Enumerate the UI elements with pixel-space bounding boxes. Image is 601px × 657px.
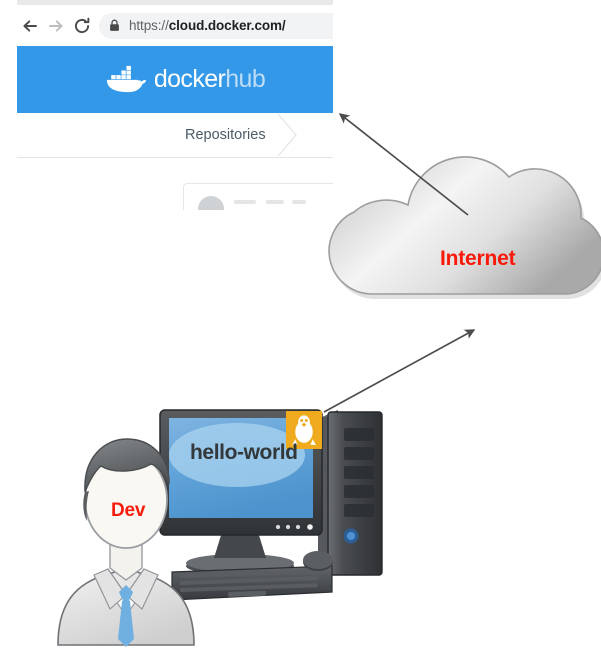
forward-button[interactable] bbox=[43, 13, 69, 39]
address-bar[interactable]: https://cloud.docker.com/ bbox=[99, 12, 333, 39]
cloud-shape bbox=[328, 156, 601, 295]
reload-icon bbox=[72, 16, 92, 36]
repository-list-item[interactable] bbox=[183, 183, 333, 210]
arrow-left-icon bbox=[20, 16, 40, 36]
breadcrumb-bar: Repositories bbox=[17, 113, 333, 157]
dockerhub-wordmark: dockerhub bbox=[153, 65, 266, 93]
arrow-cloud-to-browser bbox=[338, 113, 469, 216]
arrow-workstation-to-cloud bbox=[323, 329, 476, 413]
mouse-icon bbox=[303, 551, 333, 571]
dockerhub-logo[interactable]: dockerhub bbox=[105, 62, 266, 98]
person-tie-knot bbox=[119, 585, 133, 602]
repo-placeholder-line bbox=[292, 200, 306, 204]
internet-cloud bbox=[328, 156, 601, 299]
url-path: / bbox=[281, 18, 286, 33]
reload-button[interactable] bbox=[69, 13, 95, 39]
linux-tux-icon bbox=[286, 411, 322, 449]
developer-person-icon bbox=[57, 438, 195, 647]
breadcrumb-label: Repositories bbox=[185, 127, 266, 143]
address-bar-url: https://cloud.docker.com/ bbox=[129, 18, 286, 33]
url-scheme: https:// bbox=[129, 18, 169, 33]
keyboard-icon bbox=[171, 565, 333, 601]
computer-tower-icon bbox=[318, 410, 383, 576]
url-host: cloud.docker.com bbox=[168, 18, 282, 33]
repo-placeholder-line bbox=[266, 200, 284, 204]
breadcrumb-chevron-icon bbox=[277, 113, 299, 157]
monitor-leds bbox=[275, 524, 313, 530]
user-avatar-icon bbox=[198, 196, 224, 210]
docker-whale-icon bbox=[105, 62, 147, 98]
screen-glow bbox=[169, 423, 305, 487]
repo-placeholder-line bbox=[234, 200, 256, 204]
breadcrumb-divider bbox=[17, 157, 333, 158]
wordmark-hub: hub bbox=[225, 65, 266, 93]
dockerhub-header: dockerhub bbox=[17, 46, 333, 113]
lock-icon bbox=[109, 19, 120, 32]
monitor-icon bbox=[159, 409, 323, 575]
browser-toolbar: https://cloud.docker.com/ bbox=[17, 5, 333, 46]
arrow-right-icon bbox=[46, 16, 66, 36]
person-hair bbox=[84, 438, 170, 493]
browser-window: https://cloud.docker.com/ bbox=[17, 0, 333, 210]
breadcrumb-item-repositories[interactable]: Repositories bbox=[185, 119, 266, 151]
person-tie bbox=[118, 598, 134, 647]
wordmark-docker: docker bbox=[153, 65, 226, 93]
browser-tabstrip-edge bbox=[17, 0, 333, 5]
back-button[interactable] bbox=[17, 13, 43, 39]
